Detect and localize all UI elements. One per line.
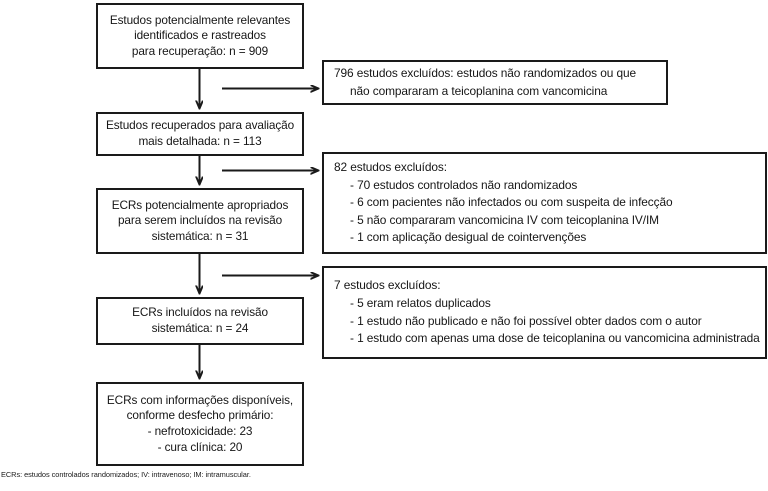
- stage-box-estudos-recuperados: Estudos recuperados para avaliação mais …: [96, 112, 304, 156]
- stage-line: ECRs incluídos na revisão: [132, 305, 268, 320]
- exclusion-line: 82 estudos excluídos:: [334, 160, 447, 175]
- exclusion-box-796-estudos-excluidos: 796 estudos excluídos: estudos não rando…: [322, 60, 668, 105]
- exclusion-line: - 6 com pacientes não infectados ou com …: [350, 195, 673, 210]
- stage-box-estudos-rastreados: Estudos potencialmente relevantes identi…: [96, 3, 304, 69]
- exclusion-line: - 5 eram relatos duplicados: [350, 295, 491, 310]
- exclusion-box-7-estudos-excluidos: 7 estudos excluídos: - 5 eram relatos du…: [322, 266, 767, 359]
- exclusion-line: - 1 estudo não publicado e não foi possí…: [350, 313, 702, 328]
- stage-line: - cura clínica: 20: [157, 439, 243, 454]
- stage-line: sistemática: n = 24: [151, 321, 249, 335]
- exclusion-box-82-estudos-excluidos: 82 estudos excluídos: - 70 estudos contr…: [322, 152, 767, 254]
- stage-line: identificados e rastreados: [134, 28, 266, 43]
- stage-line: conforme desfecho primário:: [126, 408, 274, 423]
- stage-line: para serem incluídos na revisão: [117, 213, 283, 228]
- stage-box-ecrs-potencialmente-apropriados: ECRs potencialmente apropriados para ser…: [96, 188, 304, 254]
- stage-line: para recuperação: n = 909: [131, 43, 269, 58]
- stage-line: Estudos recuperados para avaliação: [105, 118, 295, 133]
- stage-box-ecrs-com-informacoes-disponiveis: ECRs com informações disponíveis, confor…: [96, 382, 304, 466]
- stage-line: ECRs com informações disponíveis,: [106, 392, 294, 407]
- exclusion-line: - 1 com aplicação desigual de cointerven…: [350, 230, 587, 245]
- stage-line: mais detalhada: n = 113: [138, 134, 262, 148]
- stage-box-ecrs-incluidos: ECRs incluídos na revisão sistemática: n…: [96, 297, 304, 345]
- exclusion-line: - 70 estudos controlados não randomizado…: [350, 177, 578, 192]
- figure-footnote: ECRs: estudos controlados randomizados; …: [1, 470, 251, 479]
- stage-line: - nefrotoxicidade: 23: [147, 424, 253, 438]
- exclusion-line: 796 estudos excluídos: estudos não rando…: [334, 65, 636, 80]
- exclusion-line: 7 estudos excluídos:: [334, 278, 441, 293]
- stage-line: ECRs potencialmente apropriados: [111, 197, 289, 212]
- exclusion-line: não compararam a teicoplanina com vancom…: [350, 83, 608, 98]
- stage-line: Estudos potencialmente relevantes: [109, 12, 291, 27]
- stage-line: sistemática: n = 31: [151, 228, 249, 243]
- exclusion-line: - 1 estudo com apenas uma dose de teicop…: [350, 331, 760, 346]
- exclusion-line: - 5 não compararam vancomicina IV com te…: [350, 212, 659, 227]
